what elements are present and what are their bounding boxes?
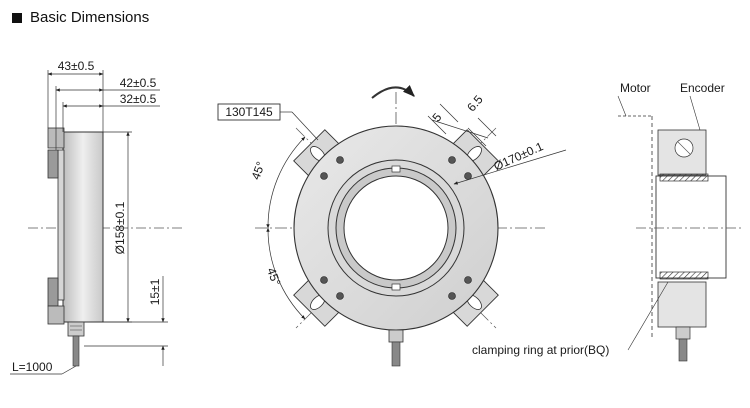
front-view: 130T145 45° 45° 5 6.5 Ø170±0.1 (217, 84, 567, 367)
model-label: 130T145 (225, 105, 273, 119)
screw-icon (320, 276, 328, 284)
angle-lower-label: 45° (264, 266, 283, 288)
screw-icon (464, 172, 472, 180)
cable-length-label: L=1000 (12, 360, 53, 374)
motor-label: Motor (620, 81, 651, 95)
dim-diameter: Ø158±0.1 (113, 201, 127, 254)
rotation-arrow-icon (371, 84, 415, 99)
hollow-shaft-bore (343, 175, 449, 281)
section-heading: Basic Dimensions (12, 9, 149, 26)
side-view: 43±0.5 42±0.5 32±0.5 Ø158±0.1 15±1 L=100… (10, 59, 182, 375)
dim-inner-width: 32±0.5 (120, 92, 157, 106)
screw-icon (336, 292, 344, 300)
angle-upper-label: 45° (249, 160, 268, 182)
install-view: Motor Encoder clamping ring at prior(BQ) (472, 81, 744, 362)
bolt-circle-label: Ø170±0.1 (491, 139, 545, 173)
dim-offset: 15±1 (148, 278, 162, 305)
screw-icon (336, 156, 344, 164)
screw-icon (320, 172, 328, 180)
screw-icon (448, 156, 456, 164)
encoder-label: Encoder (680, 81, 725, 95)
screw-icon (448, 292, 456, 300)
dim-overall-width: 43±0.5 (58, 59, 95, 73)
screw-icon (464, 276, 472, 284)
heading-bullet-icon (12, 12, 22, 23)
slot-width-label: 5 (429, 110, 444, 124)
dim-mid-width: 42±0.5 (120, 76, 157, 90)
slot-offset-label: 6.5 (464, 92, 486, 114)
page-title: Basic Dimensions (30, 9, 150, 26)
clamp-ring-label: clamping ring at prior(BQ) (472, 343, 609, 357)
